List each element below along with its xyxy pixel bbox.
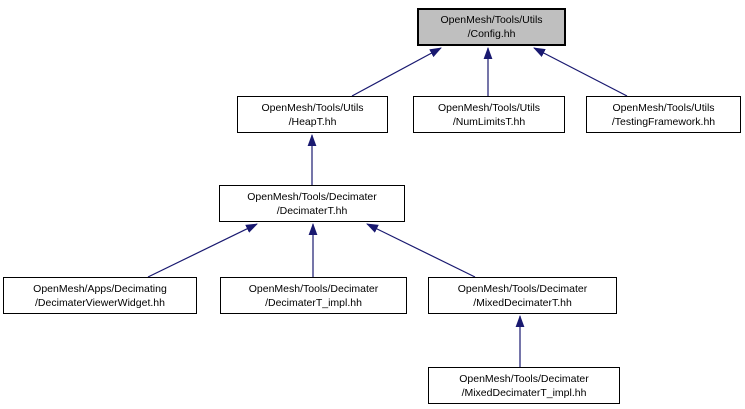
- node-testingframework-hh-line2: /TestingFramework.hh: [611, 115, 716, 128]
- edge-testing-to-config: [533, 47, 628, 97]
- node-decimaterviewerwidget-hh[interactable]: OpenMesh/Apps/Decimating /DecimaterViewe…: [3, 277, 197, 314]
- node-mixeddecimatert-impl-hh-line2: /MixedDecimaterT_impl.hh: [461, 386, 587, 399]
- node-decimatert-hh-line2: /DecimaterT.hh: [276, 204, 348, 217]
- node-decimatert-hh-line1: OpenMesh/Tools/Decimater: [247, 190, 377, 203]
- node-mixeddecimatert-hh[interactable]: OpenMesh/Tools/Decimater /MixedDecimater…: [428, 277, 617, 314]
- node-testingframework-hh-line1: OpenMesh/Tools/Utils: [612, 101, 715, 114]
- node-mixeddecimatert-impl-hh-line1: OpenMesh/Tools/Decimater: [459, 372, 589, 385]
- node-decimatert-impl-hh[interactable]: OpenMesh/Tools/Decimater /DecimaterT_imp…: [220, 277, 407, 314]
- node-heapt-hh-line1: OpenMesh/Tools/Utils: [261, 101, 364, 114]
- edge-viewer-to-decimatert: [147, 223, 258, 278]
- node-numlimitst-hh[interactable]: OpenMesh/Tools/Utils /NumLimitsT.hh: [413, 96, 565, 133]
- node-heapt-hh-line2: /HeapT.hh: [288, 115, 337, 128]
- node-decimatert-impl-hh-line2: /DecimaterT_impl.hh: [265, 296, 362, 309]
- node-config-hh: OpenMesh/Tools/Utils /Config.hh: [417, 8, 566, 46]
- node-decimatert-hh[interactable]: OpenMesh/Tools/Decimater /DecimaterT.hh: [219, 185, 405, 222]
- edge-mixed-to-decimatert: [366, 223, 476, 278]
- node-decimaterviewerwidget-hh-line1: OpenMesh/Apps/Decimating: [33, 282, 167, 295]
- node-mixeddecimatert-hh-line2: /MixedDecimaterT.hh: [473, 296, 572, 309]
- edge-heapt-to-config: [351, 47, 442, 97]
- node-numlimitst-hh-line2: /NumLimitsT.hh: [452, 115, 526, 128]
- node-mixeddecimatert-hh-line1: OpenMesh/Tools/Decimater: [457, 282, 588, 295]
- node-decimaterviewerwidget-hh-line2: /DecimaterViewerWidget.hh: [35, 296, 165, 309]
- node-numlimitst-hh-line1: OpenMesh/Tools/Utils: [437, 101, 541, 114]
- node-heapt-hh[interactable]: OpenMesh/Tools/Utils /HeapT.hh: [237, 96, 388, 133]
- node-config-hh-line1: OpenMesh/Tools/Utils: [440, 14, 543, 26]
- node-decimatert-impl-hh-line1: OpenMesh/Tools/Decimater: [248, 282, 379, 295]
- node-testingframework-hh[interactable]: OpenMesh/Tools/Utils /TestingFramework.h…: [586, 96, 741, 133]
- node-mixeddecimatert-impl-hh[interactable]: OpenMesh/Tools/Decimater /MixedDecimater…: [428, 367, 620, 404]
- node-config-hh-line2: /Config.hh: [467, 28, 516, 40]
